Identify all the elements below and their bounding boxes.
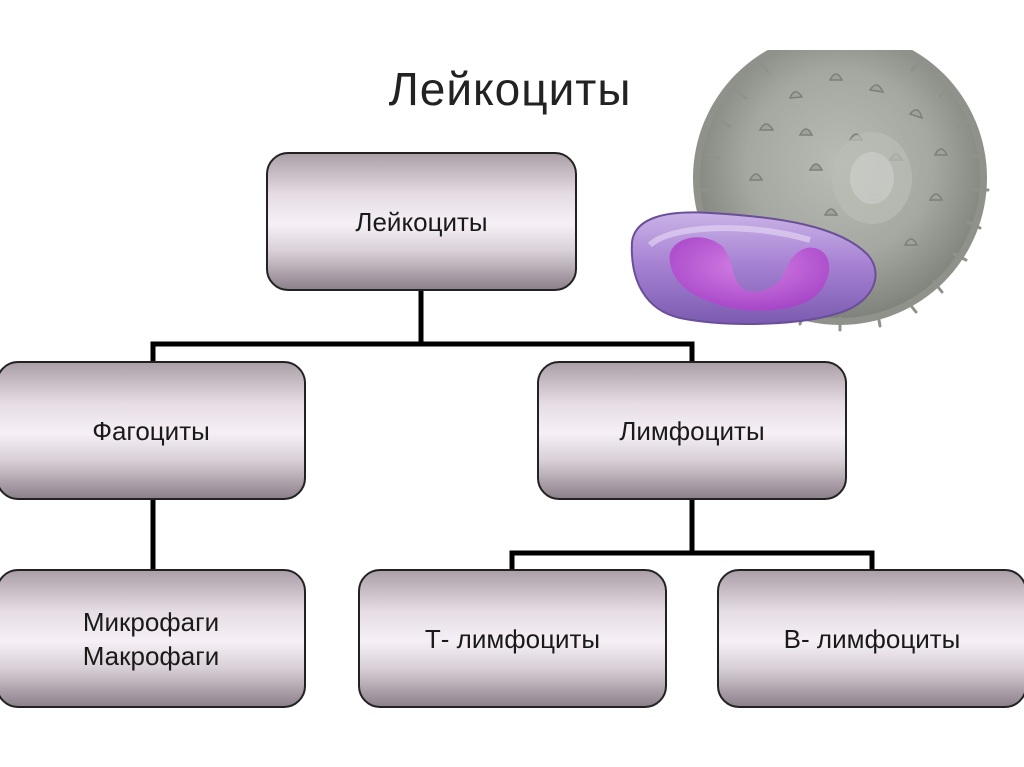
- cell-illustrations: [630, 50, 990, 332]
- node-phagocytes: Фагоциты: [0, 361, 306, 500]
- node-label: Т- лимфоциты: [424, 623, 601, 654]
- slide-title: Лейкоциты: [388, 63, 632, 115]
- node-lymphocytes: Лимфоциты: [537, 361, 847, 500]
- node-label-macro: Макрофаги: [82, 640, 220, 671]
- node-label-group: Микрофаги Макрофаги: [83, 605, 220, 673]
- node-micro-macrophages: Микрофаги Макрофаги: [0, 569, 306, 708]
- node-leukocytes: Лейкоциты: [266, 152, 577, 291]
- node-b-lymphocytes: В- лимфоциты: [717, 569, 1024, 708]
- node-label: Фагоциты: [92, 415, 210, 446]
- node-label: Лимфоциты: [619, 415, 765, 446]
- node-t-lymphocytes: Т- лимфоциты: [358, 569, 667, 708]
- node-label: В- лимфоциты: [783, 623, 961, 654]
- node-label: Лейкоциты: [355, 206, 488, 237]
- lymphocyte-cell-illustration: [630, 211, 877, 325]
- node-label-micro: Микрофаги: [82, 606, 220, 637]
